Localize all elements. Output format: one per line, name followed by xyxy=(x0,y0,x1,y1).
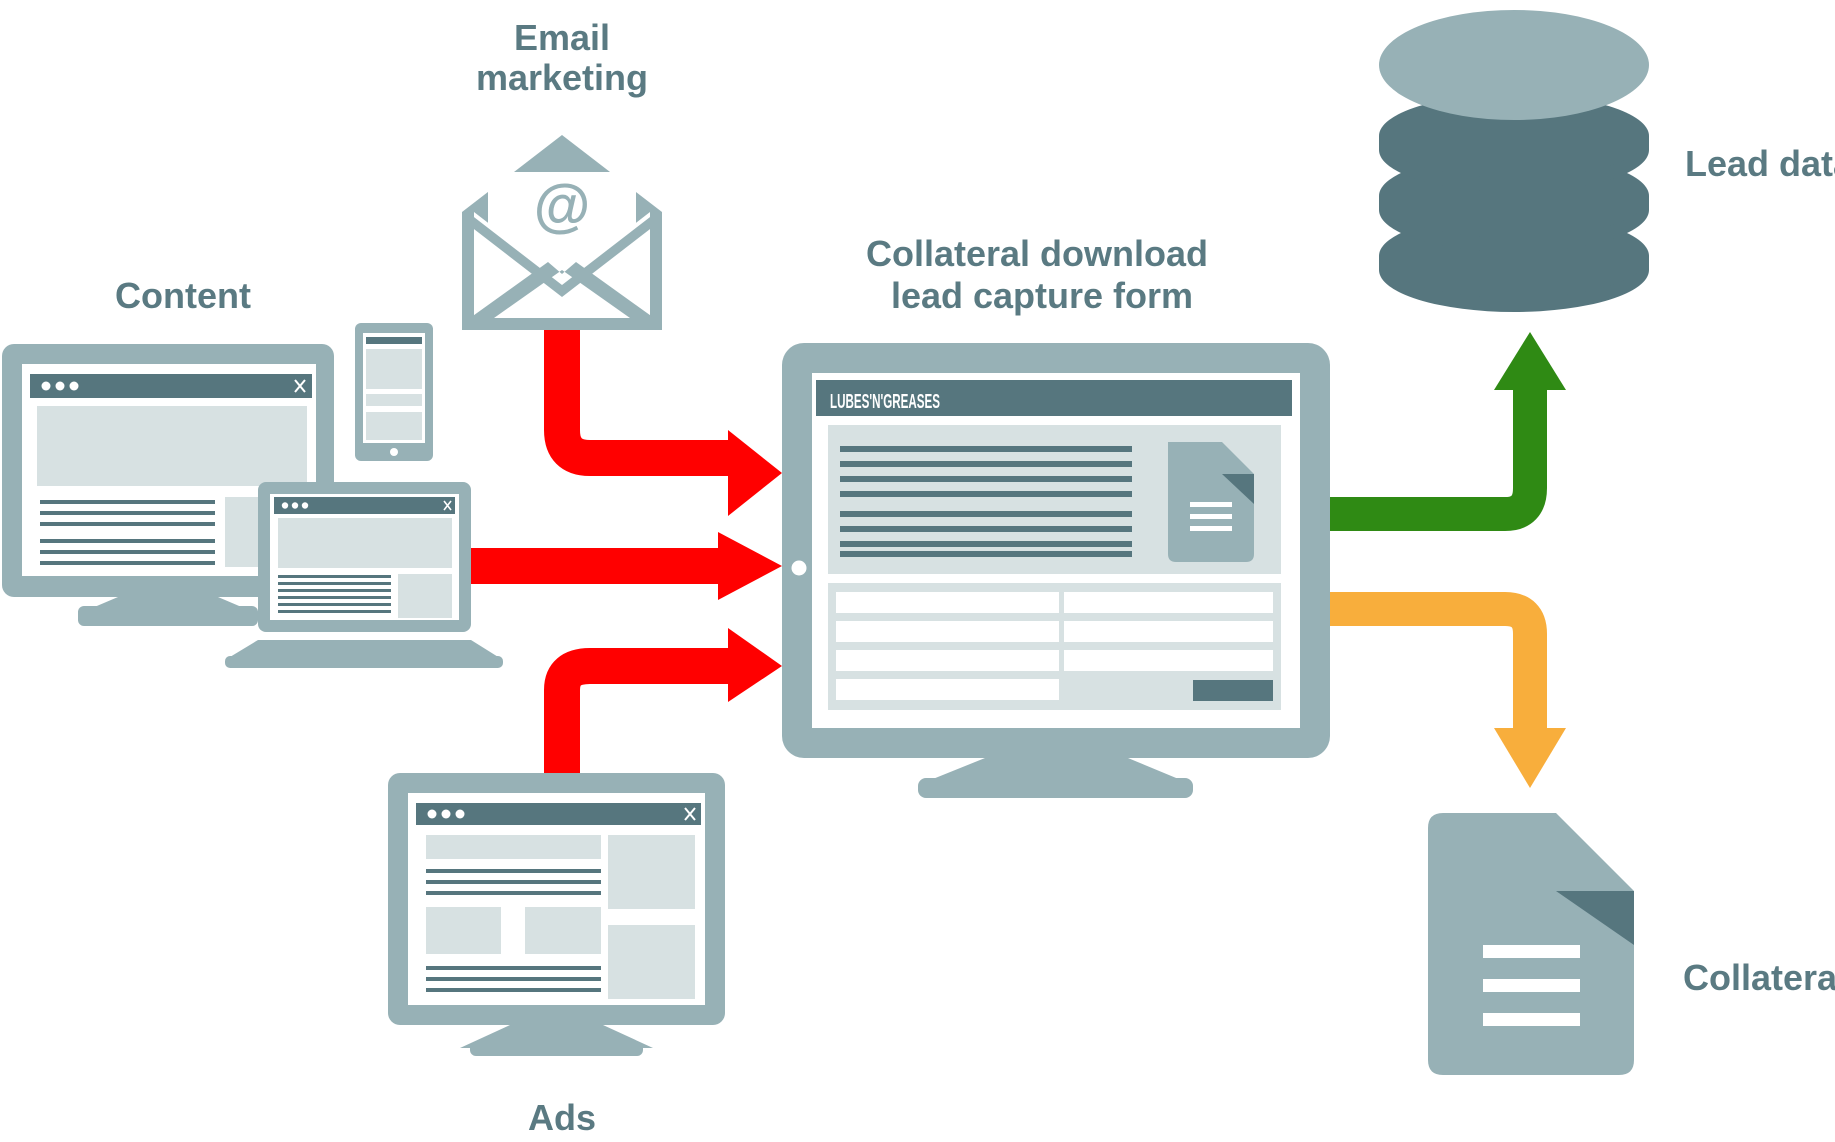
arrow-email-to-form xyxy=(544,330,782,516)
envelope-icon: @ xyxy=(462,135,662,330)
form-label-line1: Collateral download xyxy=(866,233,1208,274)
email-at-symbol: @ xyxy=(534,173,591,238)
form-document-icon xyxy=(1168,442,1254,562)
arrow-content-to-form xyxy=(468,532,782,600)
document-icon xyxy=(1428,813,1634,1075)
phone-icon xyxy=(355,323,433,461)
lead-data-label: Lead data xyxy=(1685,143,1835,184)
email-label-line2: marketing xyxy=(476,57,648,98)
ads-monitor-icon xyxy=(388,773,725,1056)
form-brand: LUBES'N'GREASES xyxy=(830,391,940,413)
arrow-form-to-collateral xyxy=(1330,592,1566,788)
tablet-icon: LUBES'N'GREASES xyxy=(782,343,1330,798)
ads-label: Ads xyxy=(528,1097,596,1138)
arrow-ads-to-form xyxy=(544,628,782,790)
email-label-line1: Email xyxy=(514,17,610,58)
database-icon xyxy=(1379,10,1649,312)
desktop-monitor-icon xyxy=(2,344,334,626)
arrow-form-to-lead-data xyxy=(1330,332,1566,531)
content-label: Content xyxy=(115,275,251,316)
form-label-line2: lead capture form xyxy=(891,275,1193,316)
laptop-icon xyxy=(225,482,503,668)
collateral-label: Collateral xyxy=(1683,957,1835,998)
